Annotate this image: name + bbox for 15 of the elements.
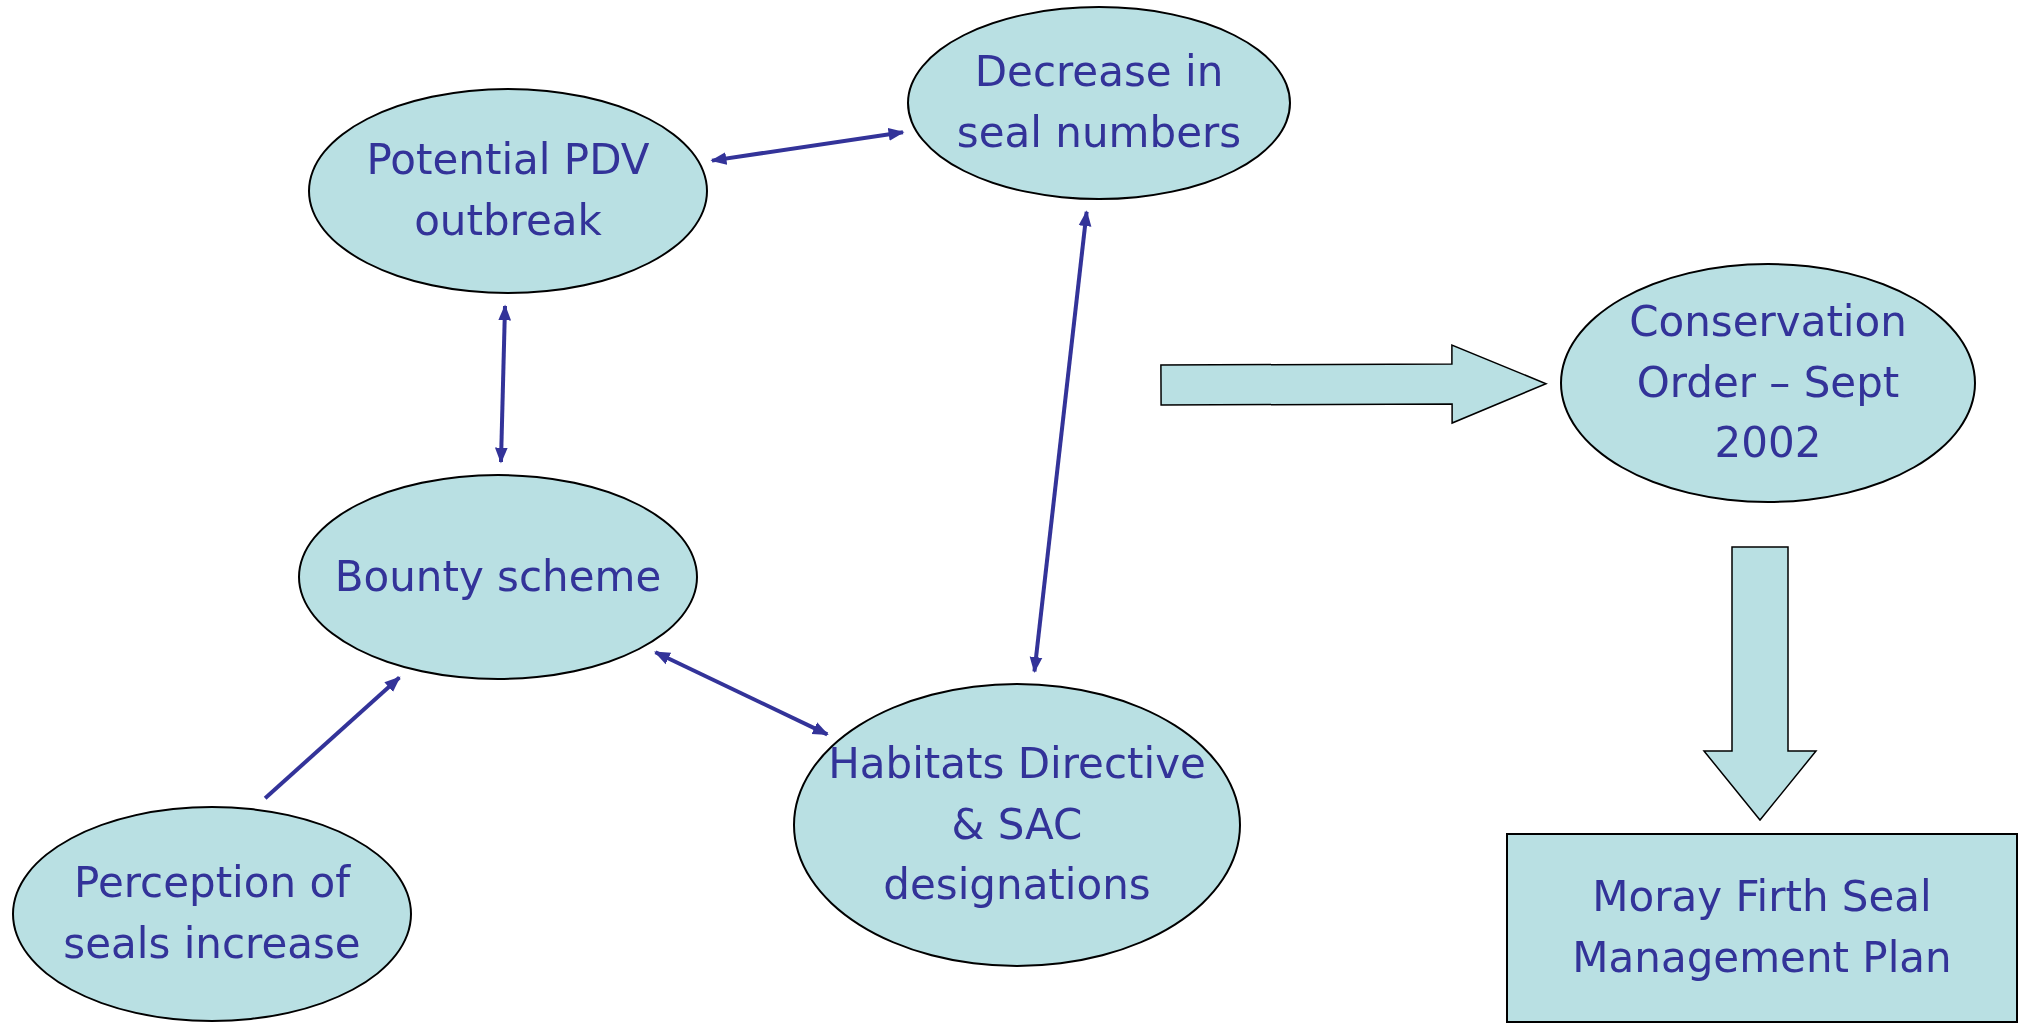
double-arrow [263,676,401,800]
double-arrow [494,304,512,464]
node-text: Habitats Directive & SAC designations [827,737,1207,912]
double-arrow [654,650,829,737]
node-text: Potential PDV outbreak [365,134,651,247]
node-text: Moray Firth Seal Management Plan [1571,871,1953,984]
plan-box [1506,833,2018,1023]
node-text: Conservation Order – Sept 2002 [1628,295,1908,470]
node-text: Perception of seals increase [62,857,362,970]
double-arrow [710,128,905,165]
block-arrow [1160,343,1548,425]
node-text: Decrease in seal numbers [955,46,1243,159]
node-text: Bounty scheme [334,550,662,603]
double-arrow [1029,210,1092,674]
block-arrow [1702,546,1818,822]
